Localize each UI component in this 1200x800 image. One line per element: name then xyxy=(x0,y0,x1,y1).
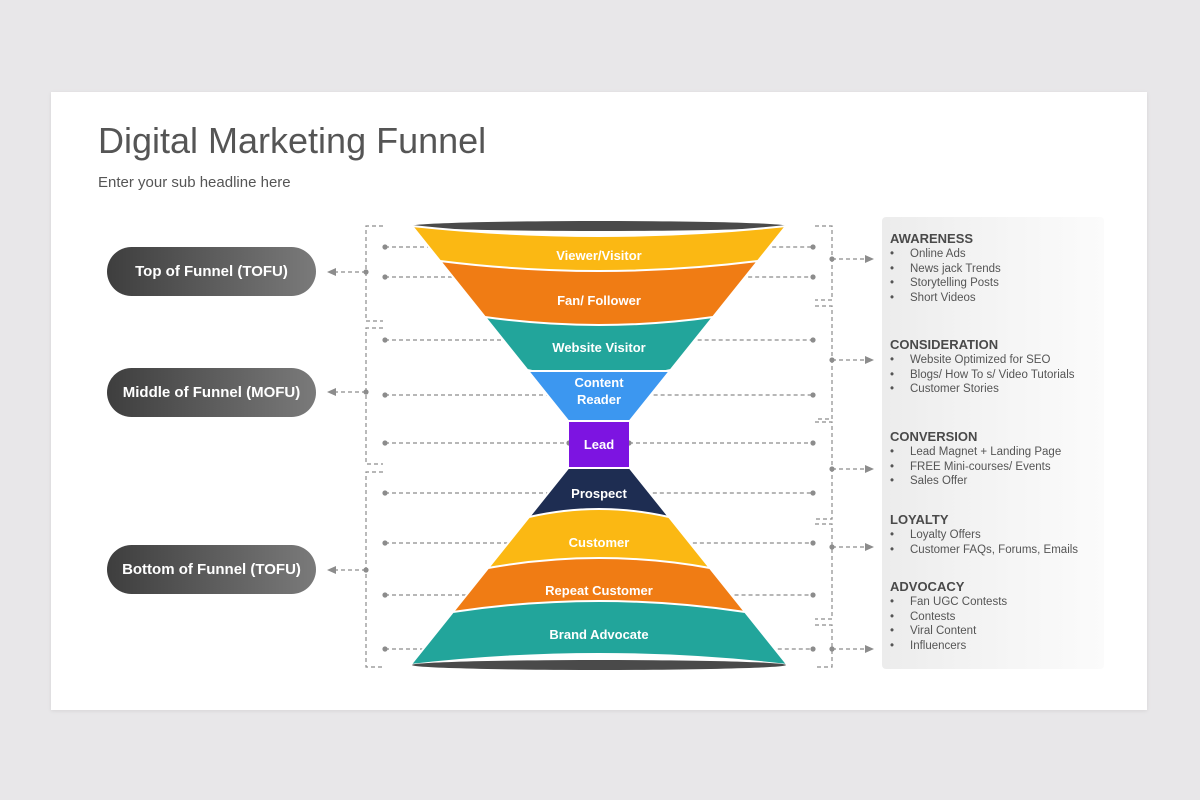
connector-dot xyxy=(810,490,816,496)
category-item: Short Videos xyxy=(890,291,1100,306)
category-item: Website Optimized for SEO xyxy=(890,353,1100,368)
arrow-head xyxy=(865,645,874,653)
connector-dot xyxy=(810,337,816,343)
funnel-level-label: Prospect xyxy=(571,486,627,501)
connector-dot xyxy=(829,544,835,550)
category-title: AWARENESS xyxy=(890,231,974,246)
funnel-level-5 xyxy=(569,422,629,467)
connector-dot xyxy=(382,337,388,343)
connector-dot xyxy=(363,389,369,395)
category-item: Contests xyxy=(890,610,1100,625)
category-item: Loyalty Offers xyxy=(890,528,1100,543)
connector-dot xyxy=(363,269,369,275)
bracket-left xyxy=(365,327,383,465)
connector-dot xyxy=(382,490,388,496)
connector-dot xyxy=(810,540,816,546)
connector-dot xyxy=(829,357,835,363)
funnel-level-label: Brand Advocate xyxy=(549,627,648,642)
category-item: Storytelling Posts xyxy=(890,276,1100,291)
category-item: FREE Mini-courses/ Events xyxy=(890,460,1100,475)
page-subtitle: Enter your sub headline here xyxy=(98,174,291,191)
category-loyalty: LOYALTY Loyalty Offers Customer FAQs, Fo… xyxy=(890,512,1100,557)
category-title: CONVERSION xyxy=(890,429,978,444)
funnel-level-label: Customer xyxy=(569,535,630,550)
bracket-right xyxy=(815,624,833,668)
category-item: Blogs/ How To s/ Video Tutorials xyxy=(890,368,1100,383)
category-title: ADVOCACY xyxy=(890,579,965,594)
funnel-level-label: Content xyxy=(574,375,624,390)
connector-dot xyxy=(810,392,816,398)
bracket-right xyxy=(815,225,833,301)
funnel-rim-bottom xyxy=(412,660,786,670)
funnel-level-label: Viewer/Visitor xyxy=(556,248,642,263)
connector-dot xyxy=(382,646,388,652)
funnel-level-label: Website Visitor xyxy=(552,340,645,355)
bracket-right xyxy=(815,421,833,520)
category-item: Influencers xyxy=(890,639,1100,654)
page-title: Digital Marketing Funnel xyxy=(98,120,487,161)
category-item: Lead Magnet + Landing Page xyxy=(890,445,1100,460)
funnel-level-label: Reader xyxy=(577,392,621,407)
bracket-right xyxy=(815,523,833,620)
category-item: Online Ads xyxy=(890,247,1100,262)
category-awareness: AWARENESS Online Ads News jack Trends St… xyxy=(890,231,1100,306)
category-title: CONSIDERATION xyxy=(890,337,999,352)
stage-pill-mofu: Middle of Funnel (MOFU) xyxy=(107,368,316,417)
stage-pill-bofu: Bottom of Funnel (TOFU) xyxy=(107,545,316,594)
stage-pill-tofu: Top of Funnel (TOFU) xyxy=(107,247,316,296)
category-advocacy: ADVOCACY Fan UGC Contests Contests Viral… xyxy=(890,579,1100,654)
arrow-head xyxy=(865,465,874,473)
arrow-head xyxy=(865,543,874,551)
category-conversion: CONVERSION Lead Magnet + Landing Page FR… xyxy=(890,429,1100,489)
funnel-level-9 xyxy=(408,600,790,667)
connector-dot xyxy=(810,646,816,652)
funnel-level-label: Repeat Customer xyxy=(545,583,653,598)
stage-label-bofu: Bottom of Funnel (TOFU) xyxy=(122,561,301,578)
category-item: Viral Content xyxy=(890,624,1100,639)
stage-label-mofu: Middle of Funnel (MOFU) xyxy=(122,384,301,401)
arrow-head xyxy=(865,255,874,263)
arrow-head xyxy=(327,268,336,276)
connector-dot xyxy=(382,274,388,280)
stage-label-tofu: Top of Funnel (TOFU) xyxy=(135,263,288,280)
category-item: News jack Trends xyxy=(890,262,1100,277)
connector-dot xyxy=(829,646,835,652)
connector-dot xyxy=(810,592,816,598)
connector-dot xyxy=(382,440,388,446)
arrow-head xyxy=(327,388,336,396)
slide: Digital Marketing Funnel Enter your sub … xyxy=(51,92,1147,710)
connector-dot xyxy=(363,567,369,573)
arrow-head xyxy=(865,356,874,364)
category-item: Customer Stories xyxy=(890,382,1100,397)
category-item: Customer FAQs, Forums, Emails xyxy=(890,543,1100,558)
category-item: Fan UGC Contests xyxy=(890,595,1100,610)
connector-dot xyxy=(382,392,388,398)
arrow-head xyxy=(327,566,336,574)
bracket-left xyxy=(365,225,383,322)
funnel-level-4 xyxy=(526,369,672,422)
category-title: LOYALTY xyxy=(890,512,949,527)
category-consideration: CONSIDERATION Website Optimized for SEO … xyxy=(890,337,1100,397)
connector-dot xyxy=(382,244,388,250)
funnel-rim-top xyxy=(412,221,786,231)
connector-dot xyxy=(829,466,835,472)
connector-dot xyxy=(382,592,388,598)
connector-dot xyxy=(810,440,816,446)
connector-dot xyxy=(382,540,388,546)
bracket-right xyxy=(815,305,833,420)
funnel-level-label: Fan/ Follower xyxy=(557,293,641,308)
category-item: Sales Offer xyxy=(890,474,1100,489)
connector-dot xyxy=(829,256,835,262)
funnel-level-label: Lead xyxy=(584,437,614,452)
connector-dot xyxy=(810,244,816,250)
connector-dot xyxy=(810,274,816,280)
